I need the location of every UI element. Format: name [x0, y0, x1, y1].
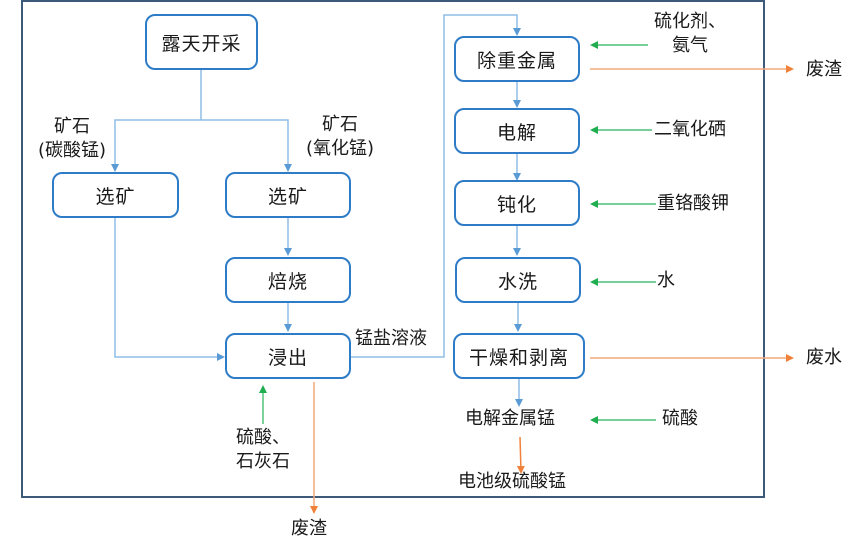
label-ore-oxide-line2: (氧化锰): [305, 138, 375, 159]
box-leaching[interactable]: 浸出: [225, 333, 351, 379]
label-ore-carbonate: 矿石 (碳酸锰): [22, 115, 122, 163]
box-beneficiation-carbonate[interactable]: 选矿: [52, 172, 179, 218]
label-ore-carbonate-line2: (碳酸锰): [37, 140, 107, 161]
label-ore-carbonate-line1: 矿石: [54, 116, 90, 137]
label-passivation-input: 重铬酸钾: [657, 193, 729, 214]
label-manganese-salt-solution: 锰盐溶液: [355, 328, 427, 349]
label-electrolytic-manganese: 电解金属锰: [465, 408, 555, 429]
label-heavy-metal-input: 硫化剂、 氨气: [640, 10, 740, 58]
box-water-washing[interactable]: 水洗: [455, 257, 581, 303]
box-passivation-label: 钝化: [496, 193, 537, 216]
label-drying-waste: 废水: [806, 347, 842, 368]
label-battery-grade-mnso4: 电池级硫酸锰: [458, 471, 566, 492]
box-open-pit-mining-label: 露天开采: [161, 32, 242, 55]
flow-to-beneficiation-carbonate: [111, 119, 201, 172]
diagram-frame: [21, 0, 765, 498]
label-leach-waste: 废渣: [291, 518, 327, 539]
flow-carbonate-to-leaching: [114, 217, 225, 361]
flow-leaching-to-heavy-metal: [351, 14, 521, 358]
box-heavy-metal-removal[interactable]: 除重金属: [454, 36, 580, 82]
box-leaching-label: 浸出: [267, 346, 308, 369]
label-leach-input-line1: 硫酸、: [236, 427, 290, 448]
box-beneficiation-oxide[interactable]: 选矿: [225, 172, 351, 218]
box-roasting[interactable]: 焙烧: [225, 257, 351, 303]
box-passivation[interactable]: 钝化: [454, 180, 580, 226]
label-ore-oxide: 矿石 (氧化锰): [290, 113, 390, 161]
box-beneficiation-oxide-label: 选矿: [267, 185, 308, 208]
box-drying-stripping-label: 干燥和剥离: [468, 346, 569, 369]
box-electrolysis[interactable]: 电解: [454, 108, 580, 154]
label-heavy-metal-input-line2: 氨气: [672, 35, 708, 56]
box-heavy-metal-removal-label: 除重金属: [476, 49, 557, 72]
label-leach-input: 硫酸、 石灰石: [236, 426, 290, 474]
box-open-pit-mining[interactable]: 露天开采: [145, 14, 258, 70]
box-beneficiation-carbonate-label: 选矿: [95, 185, 136, 208]
box-roasting-label: 焙烧: [267, 270, 308, 293]
flow-to-beneficiation-oxide: [201, 119, 292, 172]
label-sulfuric-acid: 硫酸: [662, 408, 698, 429]
arrow-to-battery-grade: [516, 436, 525, 474]
label-electrolysis-input: 二氧化硒: [654, 119, 726, 140]
box-electrolysis-label: 电解: [496, 121, 537, 144]
label-heavy-metal-waste: 废渣: [806, 59, 842, 80]
label-leach-input-line2: 石灰石: [236, 451, 290, 472]
label-washing-input: 水: [657, 270, 675, 291]
box-water-washing-label: 水洗: [497, 270, 538, 293]
label-heavy-metal-input-line1: 硫化剂、: [654, 11, 726, 32]
label-ore-oxide-line1: 矿石: [322, 114, 358, 135]
box-drying-stripping[interactable]: 干燥和剥离: [453, 333, 585, 379]
